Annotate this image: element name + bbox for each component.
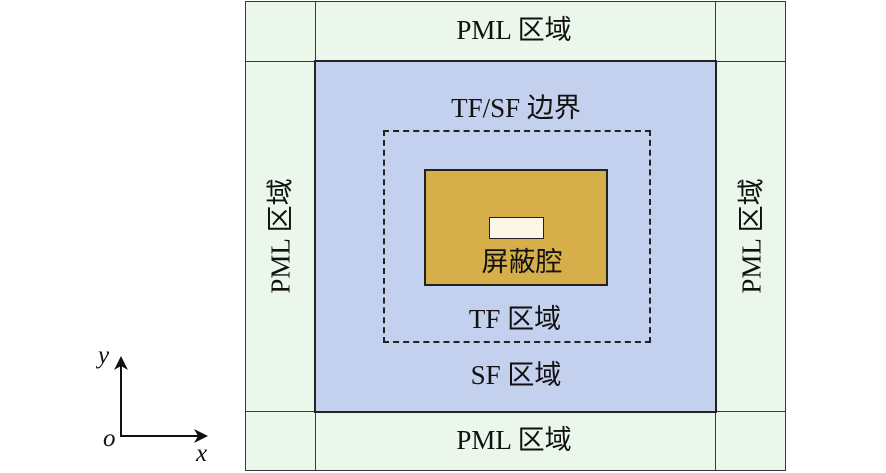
sf-region-label: SF 区域 <box>470 360 562 390</box>
y-axis-label: y <box>98 342 110 369</box>
x-axis-arrow <box>194 429 208 443</box>
tf-region-label: TF 区域 <box>468 304 562 334</box>
pml-corner-bottom-left <box>245 411 316 471</box>
pml-corner-top-left <box>245 1 316 62</box>
y-axis-line <box>120 366 122 437</box>
cavity-label: 屏蔽腔 <box>481 247 563 277</box>
pml-top <box>315 1 716 62</box>
pml-corner-bottom-right <box>715 411 786 471</box>
x-axis-label: x <box>196 440 208 467</box>
pml-bottom <box>315 411 716 471</box>
y-axis-arrow <box>114 356 128 370</box>
origin-label: o <box>103 425 116 452</box>
tfsf-boundary <box>383 130 651 343</box>
x-axis-line <box>120 435 198 437</box>
tfsf-boundary-label: TF/SF 边界 <box>451 93 581 123</box>
pml-bottom-label: PML 区域 <box>456 425 572 455</box>
pml-corner-top-right <box>715 1 786 62</box>
pml-right-label: PML 区域 <box>736 178 767 294</box>
pml-left <box>245 61 316 412</box>
pml-left-label: PML 区域 <box>265 178 296 294</box>
cavity-aperture <box>489 217 544 239</box>
pml-top-label: PML 区域 <box>456 15 572 45</box>
